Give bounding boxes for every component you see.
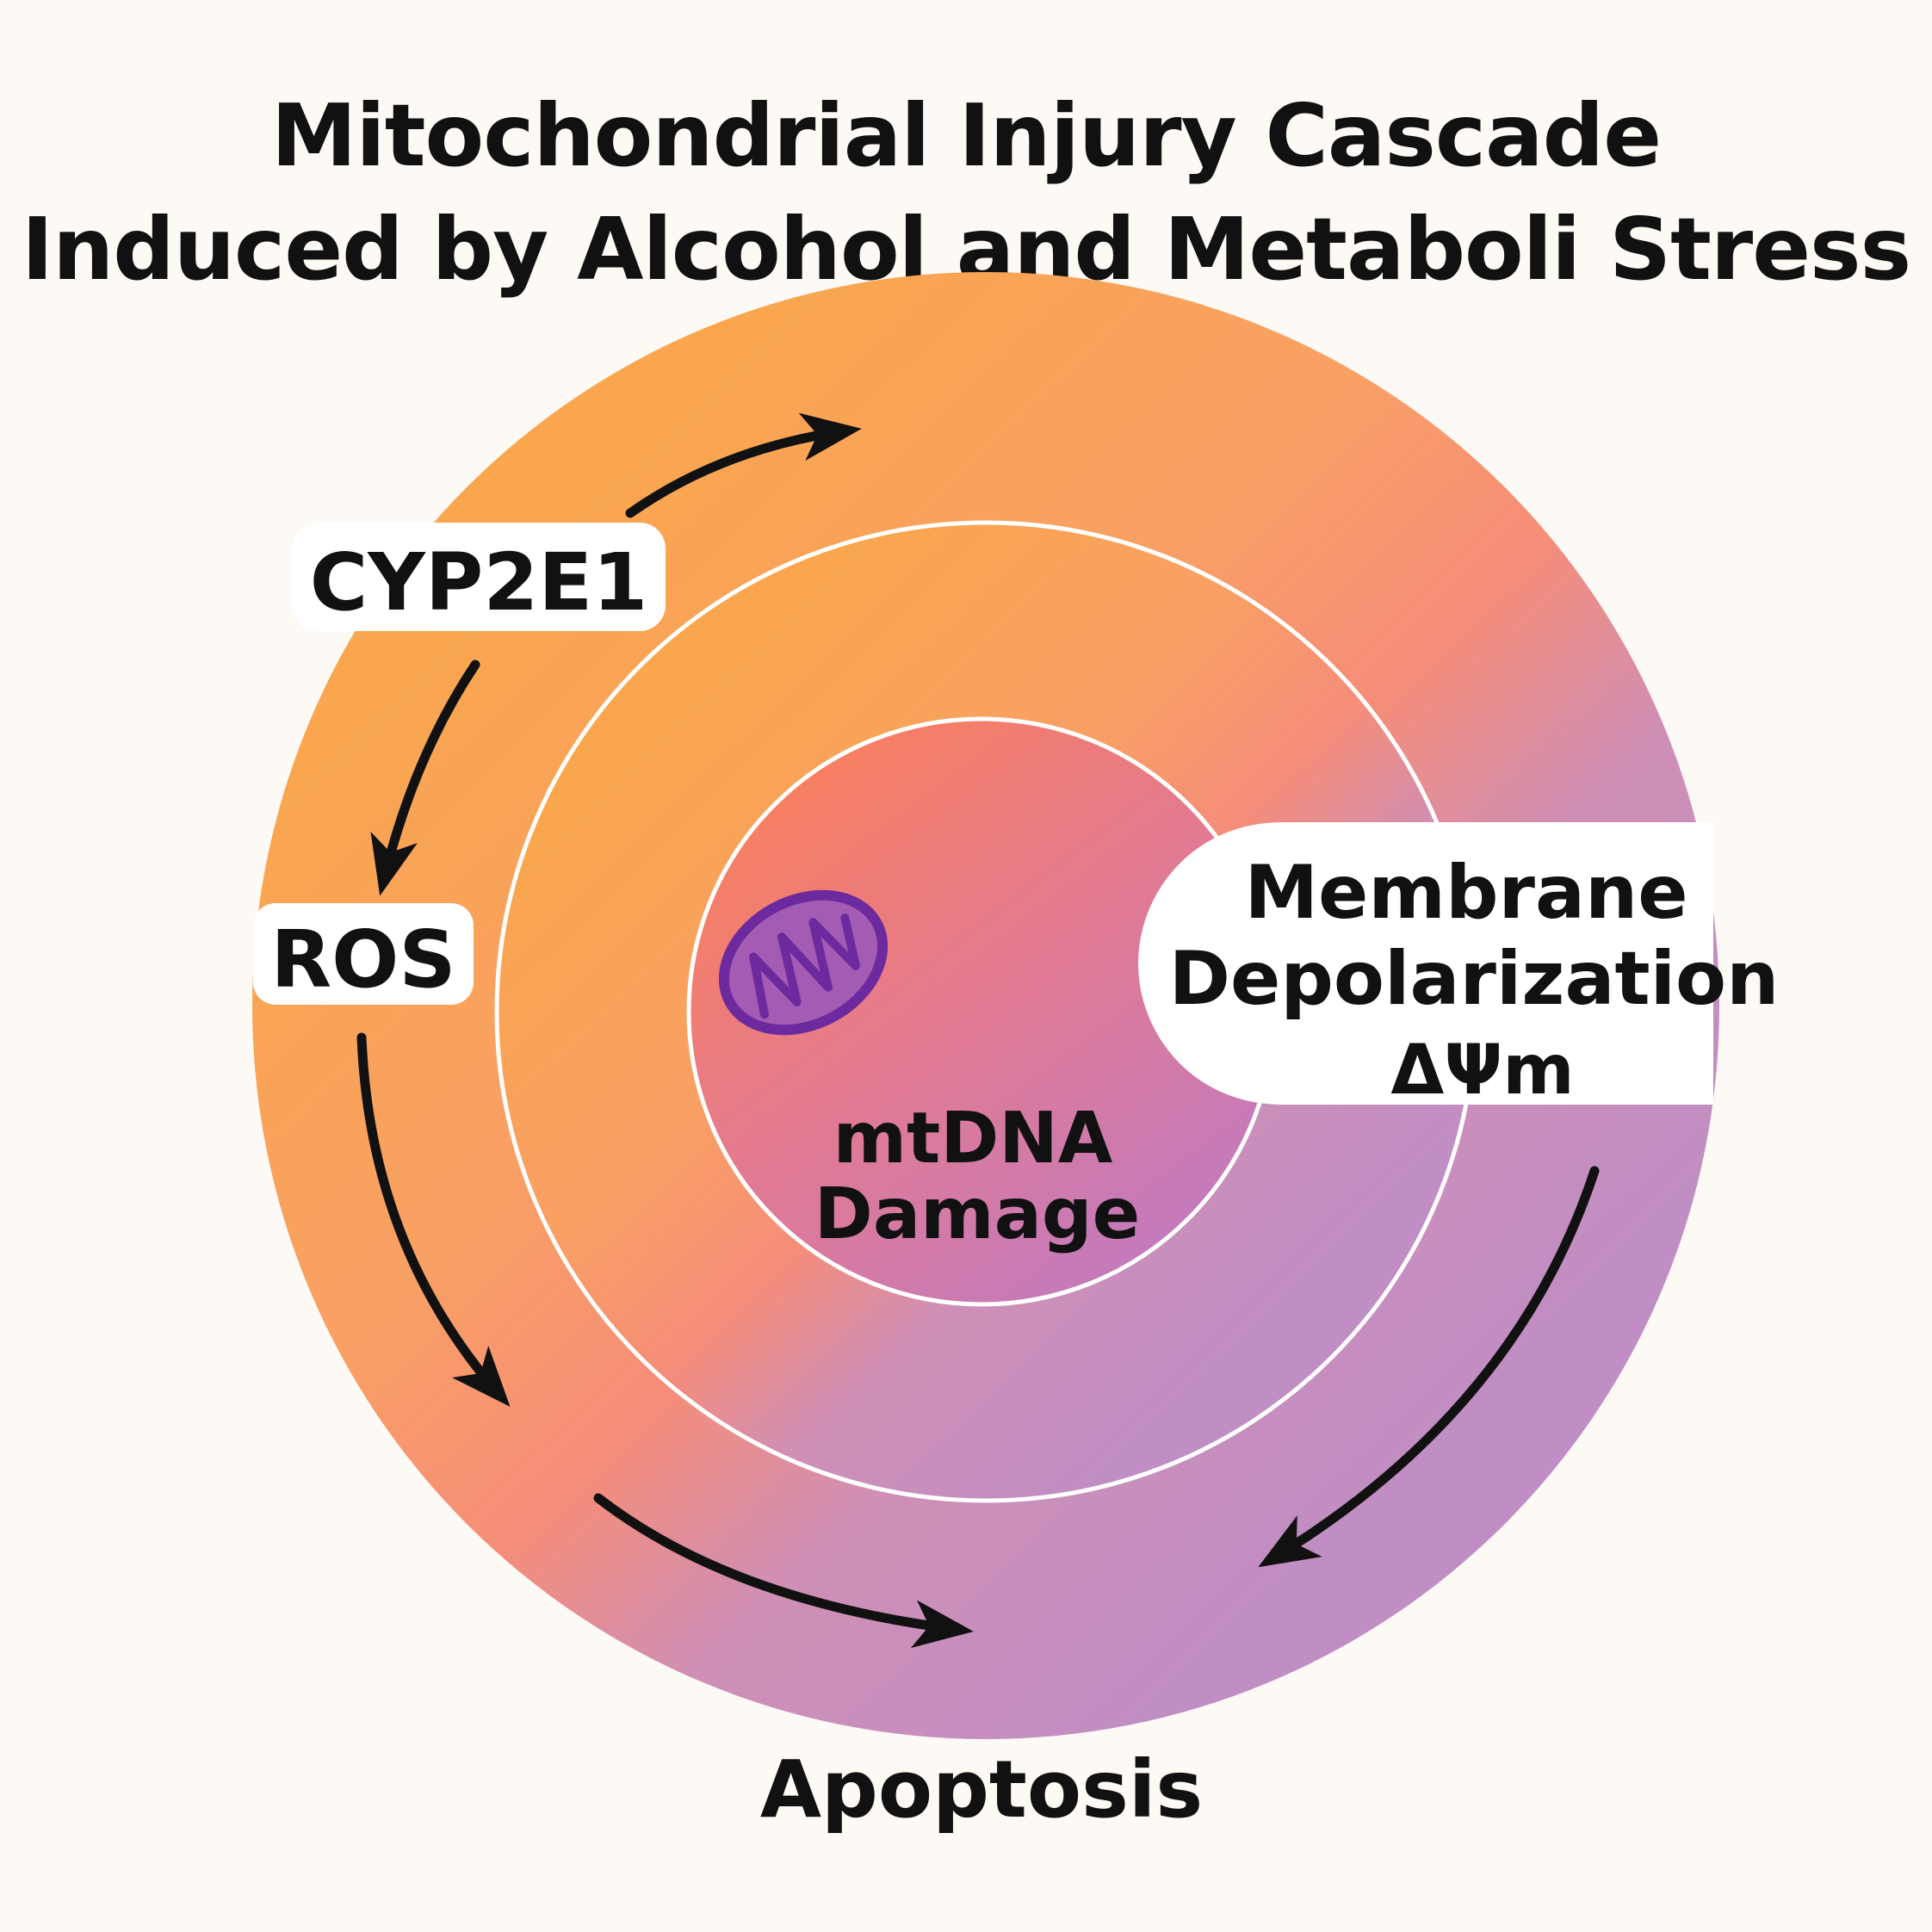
apoptosis-label: Apoptosis [760,1743,1203,1836]
arrow-cyp2e1-to-ros [370,659,480,896]
mitochondrion-icon [718,889,889,1036]
arrow-depolarization-to-apoptosis [1258,1166,1600,1568]
ros-label-box [253,903,474,1005]
cyp2e1-label: CYP2E1 [310,536,647,629]
depolarization-label: Depolarization [1169,936,1780,1022]
ros-label: ROS [270,913,455,1006]
arrow-cyp2e1-outward [625,412,862,518]
delta-psi-label: ΔΨm [1390,1030,1574,1110]
cyp2e1-label-box [292,523,666,631]
title-line-1: Mitochondrial Injury Cascade [270,85,1662,186]
membrane-label: Membrane [1244,850,1687,936]
arrow-ros-downward [356,1032,511,1407]
damage-label: Damage [814,1173,1141,1255]
membrane-depolarization-box [1138,822,1713,1105]
arrow-to-apoptosis [593,1493,974,1649]
mtdna-label: mtDNA [833,1098,1113,1180]
diagram-title: Mitochondrial Injury Cascade Induced by … [0,79,1932,307]
